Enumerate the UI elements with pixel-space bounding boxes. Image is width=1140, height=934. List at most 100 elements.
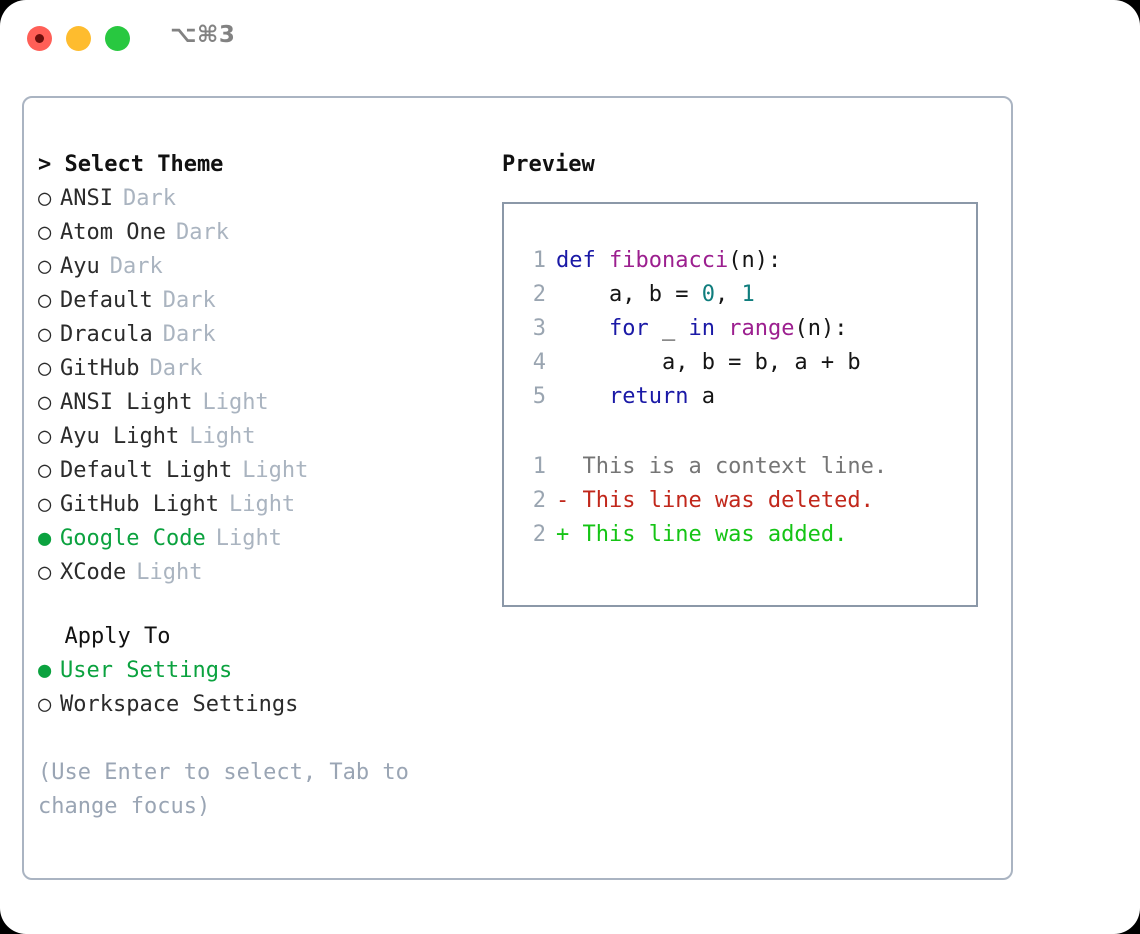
apply-to-option-workspace-settings[interactable]: ○ Workspace Settings xyxy=(38,688,478,722)
maximize-button[interactable] xyxy=(105,26,130,51)
theme-option-dracula[interactable]: ○ Dracula Dark xyxy=(38,318,478,352)
token-plain: , xyxy=(714,282,742,307)
theme-option-github[interactable]: ○ GitHub Dark xyxy=(38,352,478,386)
theme-option-ansi[interactable]: ○ ANSI Dark xyxy=(38,182,478,216)
token-plain: (n): xyxy=(728,248,782,273)
code-line-content: + This line was added. xyxy=(556,518,847,552)
line-number: 2 xyxy=(532,282,546,307)
token-plain xyxy=(715,316,728,341)
token-num: 1 xyxy=(741,282,755,307)
radio-unselected-icon: ○ xyxy=(38,458,52,483)
code-line: 2 a, b = 0, 1 xyxy=(522,278,976,312)
theme-option-label: Atom One xyxy=(60,220,166,245)
token-plain: (n): xyxy=(794,316,848,341)
radio-unselected-icon: ○ xyxy=(38,288,52,313)
token-plain: a, b = b, a + b xyxy=(556,350,861,375)
theme-option-label: GitHub Light xyxy=(60,492,219,517)
token-add: + This line was added. xyxy=(556,522,848,547)
theme-option-category: Light xyxy=(228,492,296,517)
radio-unselected-icon: ○ xyxy=(38,492,52,517)
theme-option-category: Dark xyxy=(162,288,216,313)
close-icon xyxy=(35,34,44,43)
theme-option-atom-one[interactable]: ○ Atom One Dark xyxy=(38,216,478,250)
token-kw: for xyxy=(608,316,649,341)
close-button[interactable] xyxy=(27,26,52,51)
token-ctx: This is a context line. xyxy=(556,454,888,479)
theme-option-category: Light xyxy=(136,560,203,585)
code-line-content: a, b = b, a + b xyxy=(556,346,861,380)
line-number: 5 xyxy=(532,384,546,409)
apply-to-list[interactable]: ● User Settings ○ Workspace Settings xyxy=(38,654,478,722)
theme-option-label: Google Code xyxy=(60,526,206,551)
theme-option-category: Dark xyxy=(175,220,229,245)
diff-line: 2 + This line was added. xyxy=(522,518,976,552)
token-kw: in xyxy=(688,316,715,341)
keyboard-shortcut-label: ⌥⌘3 xyxy=(170,22,236,48)
radio-unselected-icon: ○ xyxy=(38,254,52,279)
radio-unselected-icon: ○ xyxy=(38,560,52,585)
theme-option-category: Dark xyxy=(149,356,203,381)
theme-option-ayu[interactable]: ○ Ayu Dark xyxy=(38,250,478,284)
token-plain: a xyxy=(688,384,715,409)
code-line: 3 for _ in range(n): xyxy=(522,312,976,346)
radio-unselected-icon: ○ xyxy=(38,692,52,717)
radio-unselected-icon: ○ xyxy=(38,322,52,347)
theme-option-category: Dark xyxy=(109,254,163,279)
theme-option-label: GitHub xyxy=(60,356,140,381)
code-diff-spacer xyxy=(522,414,976,450)
radio-unselected-icon: ○ xyxy=(38,220,52,245)
token-plain: a, b = xyxy=(556,282,702,307)
radio-unselected-icon: ○ xyxy=(38,356,52,381)
radio-selected-icon: ● xyxy=(38,658,52,683)
line-number: 1 xyxy=(532,454,546,479)
code-line-content: This is a context line. xyxy=(556,450,887,484)
token-plain: _ xyxy=(648,316,689,341)
code-line: 1 def fibonacci(n): xyxy=(522,244,976,278)
theme-option-github-light[interactable]: ○ GitHub Light Light xyxy=(38,488,478,522)
code-line: 4 a, b = b, a + b xyxy=(522,346,976,380)
radio-unselected-icon: ○ xyxy=(38,186,52,211)
line-number: 2 xyxy=(532,488,546,513)
radio-unselected-icon: ○ xyxy=(38,390,52,415)
theme-option-label: Ayu Light xyxy=(60,424,180,449)
apply-to-option-label: Workspace Settings xyxy=(60,692,299,717)
line-number: 4 xyxy=(532,350,546,375)
line-number: 2 xyxy=(532,522,546,547)
diff-line: 2 - This line was deleted. xyxy=(522,484,976,518)
token-kw: def xyxy=(556,248,609,273)
theme-option-label: Default Light xyxy=(60,458,233,483)
code-line-content: - This line was deleted. xyxy=(556,484,874,518)
apply-to-option-user-settings[interactable]: ● User Settings xyxy=(38,654,478,688)
diff-line: 1 This is a context line. xyxy=(522,450,976,484)
line-number: 1 xyxy=(532,248,546,273)
token-fn: fibonacci xyxy=(608,248,729,273)
diff-sample: 1 This is a context line. 2 - This line wa… xyxy=(522,450,976,552)
list-spacer xyxy=(38,590,478,620)
theme-option-category: Dark xyxy=(122,186,176,211)
token-kw: return xyxy=(608,384,689,409)
apply-to-option-label: User Settings xyxy=(60,658,233,683)
radio-selected-icon: ● xyxy=(38,526,52,551)
token-plain xyxy=(556,316,609,341)
theme-option-label: Dracula xyxy=(60,322,153,347)
select-theme-header: > Select Theme xyxy=(38,152,224,177)
theme-option-label: ANSI xyxy=(60,186,113,211)
theme-option-label: Ayu xyxy=(60,254,100,279)
theme-option-category: Dark xyxy=(162,322,216,347)
token-num: 0 xyxy=(701,282,715,307)
minimize-button[interactable] xyxy=(66,26,91,51)
theme-option-category: Light xyxy=(189,424,256,449)
window-controls xyxy=(27,26,130,51)
